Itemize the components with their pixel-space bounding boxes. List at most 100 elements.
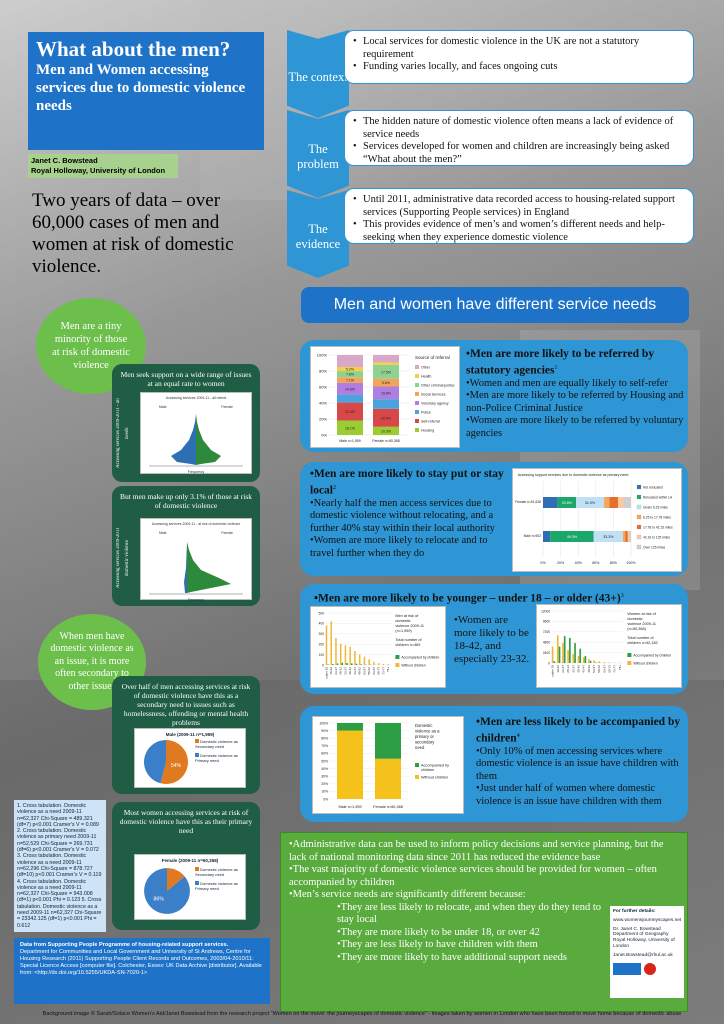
x-tick-label: 58-62 (597, 665, 601, 673)
x-tick-label: 23-27 (334, 667, 338, 675)
referral-bar (337, 394, 363, 403)
referral-heading: •Men are more likely to be referred by s… (466, 348, 655, 376)
female-pie-card: Female (2009-11 n=60,368) 86% Domestic v… (134, 854, 246, 920)
relocation-bar (543, 531, 551, 542)
legend-label: 6.25 to 17.78 miles (643, 516, 671, 520)
legend-swatch (415, 410, 419, 414)
x-tick-label: 43-47 (353, 667, 357, 675)
male-pie-label: 54% (171, 763, 182, 769)
age-chart-title: (n=60,368) (627, 627, 646, 631)
legend-label: Without children (421, 776, 448, 780)
x-tick-label: 38-42 (348, 667, 352, 675)
relocation-bar (625, 531, 628, 542)
pyramid1-chart (149, 414, 243, 467)
bar-label: 49.3% (567, 535, 578, 539)
statistics-references: 1. Cross tabulation. Domestic violence a… (14, 800, 106, 932)
referral-bullet: •Women and men are equally likely to sel… (466, 377, 668, 389)
legend-swatch (627, 653, 632, 657)
legend-label: Without children (633, 662, 657, 666)
bar-without-children (577, 656, 580, 663)
pyramid1-title: Accessing services 2009-11 - all needs (165, 396, 227, 400)
x-tick-label: 63-67 (602, 665, 606, 673)
legend-swatch (415, 365, 419, 369)
referral-bar (373, 399, 399, 409)
box-all-needs: Men seek support on a wide range of issu… (112, 364, 260, 482)
x-tick-label: 48-52 (358, 667, 362, 675)
referral-bar (373, 386, 399, 400)
referral-legend-title: Source of referral (415, 355, 450, 360)
legend-label: Other criminal justice (421, 384, 455, 388)
x-tick-label: 18-22 (556, 665, 560, 673)
conclusion-point: •Administrative data can be used to info… (289, 839, 664, 863)
conclusion-sub: •They are less likely to have children w… (337, 939, 538, 950)
pyramid2-chart (149, 542, 243, 595)
pyramid-dv: Accessing services 2009-11 - at risk of … (140, 518, 252, 602)
x-tick-label: 38-42 (576, 665, 580, 673)
relocation-bar (622, 531, 626, 542)
conclusion-sub: •They are less likely to relocate, and w… (337, 901, 602, 926)
pyramid2-female-bars (187, 542, 231, 593)
relocation-text: •Men are more likely to stay put or stay… (310, 468, 508, 560)
x-tick-label: 73-77 (613, 665, 617, 673)
relocation-bar (609, 497, 619, 508)
legend-label: Not relocated (643, 486, 663, 490)
chevron-evidence: The evidence (287, 190, 349, 278)
box-male-pie-caption: Over half of men accessing services at r… (121, 682, 251, 727)
female-pie-slices (144, 868, 190, 914)
age-chart-note: children n=469 (395, 643, 420, 647)
further-url[interactable]: www.womensjourneyscapes.net (613, 917, 682, 923)
referral-bar (337, 355, 363, 367)
x-tick-label: 43-47 (582, 665, 586, 673)
bar-with-children (355, 663, 358, 665)
bar-without-children (382, 663, 385, 665)
x-tick-label: 78+ (618, 665, 622, 670)
box-female-pie: Most women accessing services at risk of… (112, 802, 260, 930)
legend-swatch (627, 661, 632, 665)
relocation-bullet: •Women are more likely to relocate and t… (310, 535, 488, 559)
further-head: For further details: (613, 909, 656, 914)
bar-without-children (375, 758, 401, 799)
bar-with-children (563, 636, 566, 663)
bar-without-children (551, 646, 554, 663)
bar-label: 22.5% (381, 416, 391, 420)
children-chart-title: secondary (415, 740, 435, 745)
pyramid1-female: Female (221, 405, 233, 409)
y-tick-label: 20% (319, 417, 327, 422)
conclusion-point: •The vast majority of domestic violence … (289, 864, 657, 888)
pyramid-all-needs: Accessing services 2009-11 - all needs M… (140, 392, 252, 474)
x-tick-label: Male n=1,959 (339, 439, 360, 443)
box-dv-caption: But men make up only 3.1% of those at ri… (119, 492, 253, 510)
bar-without-children (330, 621, 332, 665)
relocation-bar (618, 497, 624, 508)
legend-swatch (636, 494, 642, 500)
children-chart: 0%10%20%30%40%50%60%70%80%90%100%Male n=… (319, 721, 449, 809)
evidence-bullet: This provides evidence of men’s and wome… (353, 219, 687, 244)
bar-label: 7.6% (346, 373, 354, 377)
relocation-bar (550, 531, 594, 542)
bar-without-children (363, 656, 366, 665)
y-tick-label: 0% (323, 797, 328, 801)
bar-label: 18.1% (345, 426, 355, 430)
age-chart-title: domestic (395, 619, 410, 623)
further-email[interactable]: Janet.Bowstead@rhul.ac.uk (613, 952, 673, 958)
bar-with-children (336, 663, 339, 665)
context-bullet: Funding varies locally, and faces ongoin… (353, 61, 687, 74)
x-tick-label: 33-37 (571, 665, 575, 673)
x-tick-label: under 18 (324, 667, 328, 679)
y-tick-label: 0 (322, 663, 324, 667)
panel-children: 0%10%20%30%40%50%60%70%80%90%100%Male n=… (300, 706, 688, 822)
x-tick-label: 53-57 (592, 665, 596, 673)
referral-bar (337, 377, 363, 383)
relocation-bar (543, 497, 558, 508)
x-tick-label: 0% (540, 561, 546, 565)
age-chart-title: violence 2009-11 (395, 624, 424, 628)
x-tick-label: Male n=1,959 (338, 805, 361, 809)
university-logo (613, 962, 641, 975)
x-tick-label: 28-32 (339, 667, 343, 675)
y-tick-label: 0% (321, 433, 327, 438)
pyramid1-male-bars (171, 414, 196, 465)
legend-label: Police (421, 411, 431, 415)
pyramid2-male: Male (159, 531, 167, 535)
pyramid1-female-bars (196, 414, 221, 465)
bar-with-children (337, 723, 363, 731)
